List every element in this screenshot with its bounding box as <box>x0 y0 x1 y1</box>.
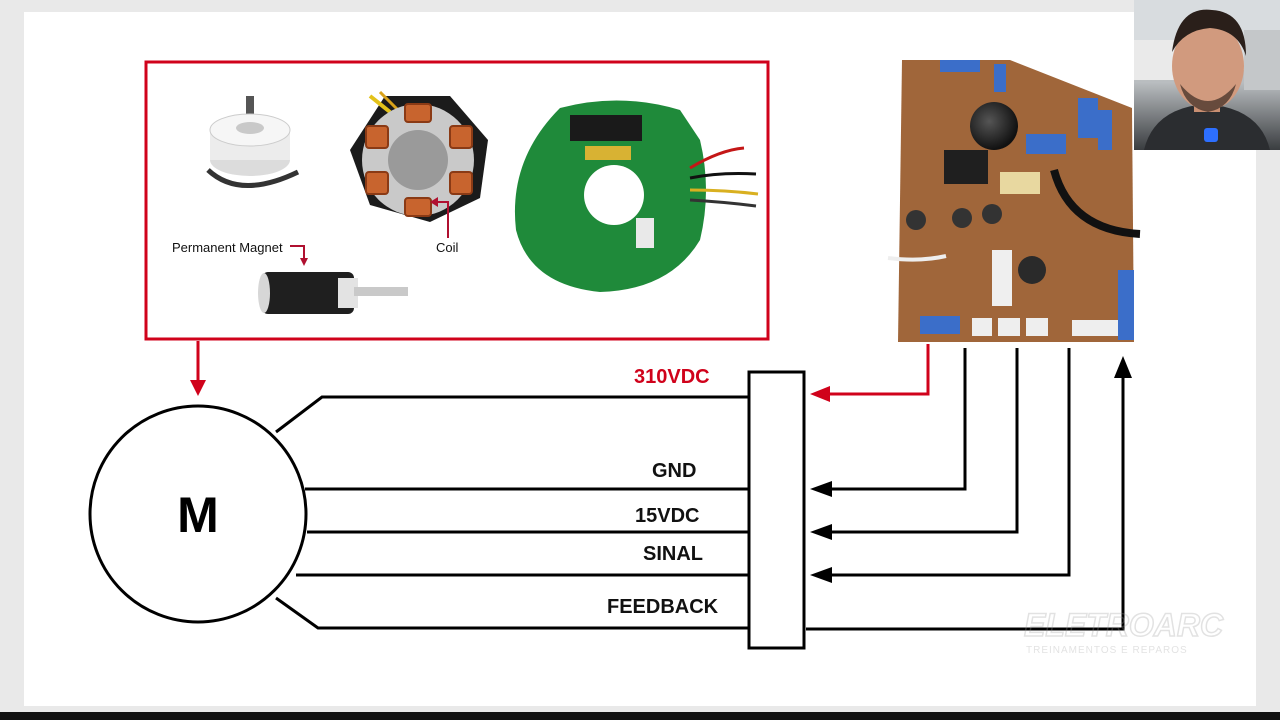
permanent-magnet-pointer-head <box>300 258 308 266</box>
label-sinal: SINAL <box>643 543 703 565</box>
motor-symbol <box>88 404 308 624</box>
coil-label: Coil <box>436 240 459 255</box>
board-line-gnd <box>828 348 967 491</box>
coil-pointer-head <box>430 197 438 207</box>
supply-310vdc-arrowhead <box>810 386 830 402</box>
connector-block <box>747 370 806 650</box>
motor-label: M <box>177 487 219 543</box>
board-signal-lines <box>806 348 1125 631</box>
label-15vdc: 15VDC <box>635 505 699 527</box>
arrowhead-15vdc <box>810 524 832 540</box>
eletroarc-watermark: ELETROARC TREINAMENTOS E REPAROS <box>1023 606 1225 656</box>
board-line-15vdc <box>828 348 1019 534</box>
wire-310vdc <box>275 395 750 434</box>
inset-to-motor-arrowhead <box>190 380 206 396</box>
bottom-bar <box>0 712 1280 720</box>
coil-pointer <box>436 201 449 238</box>
arrowhead-gnd <box>810 481 832 497</box>
board-arrowheads <box>810 356 1132 583</box>
label-gnd: GND <box>652 460 696 482</box>
supply-310vdc-line <box>826 344 930 396</box>
wire-feedback <box>275 596 750 630</box>
fan-motor-picture <box>206 96 300 188</box>
presenter-webcam <box>1134 0 1280 150</box>
arrowhead-sinal <box>810 567 832 583</box>
watermark-brand: ELETROARC <box>1024 607 1224 643</box>
presenter-picture <box>1134 0 1280 150</box>
permanent-magnet-pointer <box>290 245 305 262</box>
rotor-magnet-picture <box>258 272 408 314</box>
control-board-picture <box>887 60 1141 342</box>
motor-wires <box>275 395 750 630</box>
component-inset: Permanent Magnet Coil <box>144 60 770 341</box>
motor-driver-board-picture <box>514 100 759 293</box>
watermark-tagline: TREINAMENTOS E REPAROS <box>1026 645 1188 656</box>
stator-coil-picture <box>350 90 488 222</box>
permanent-magnet-label: Permanent Magnet <box>172 240 283 255</box>
label-feedback: FEEDBACK <box>607 596 719 618</box>
board-line-feedback <box>806 372 1125 631</box>
arrowhead-feedback <box>1114 356 1132 378</box>
board-line-sinal <box>828 348 1071 577</box>
label-310vdc: 310VDC <box>634 366 710 388</box>
